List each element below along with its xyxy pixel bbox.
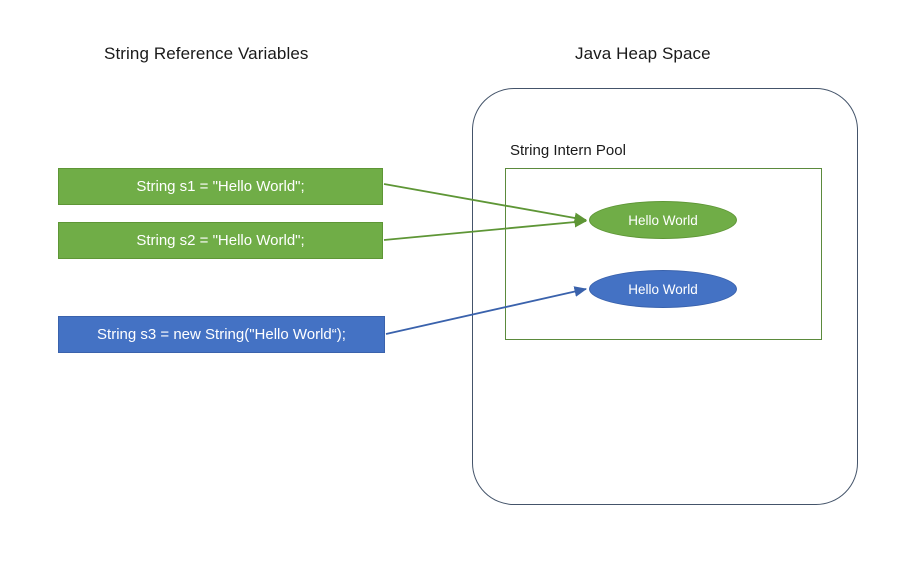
heap-string-object[interactable]: Hello World	[589, 270, 737, 308]
page-title-string-reference-variables: String Reference Variables	[104, 44, 309, 63]
reference-box-s2[interactable]: String s2 = "Hello World";	[58, 222, 383, 259]
interned-string-object[interactable]: Hello World	[589, 201, 737, 239]
reference-box-s1[interactable]: String s1 = "Hello World";	[58, 168, 383, 205]
reference-box-s3-label: String s3 = new String("Hello World“);	[97, 326, 346, 343]
reference-box-s2-label: String s2 = "Hello World";	[136, 232, 305, 249]
reference-box-s3[interactable]: String s3 = new String("Hello World“);	[58, 316, 385, 353]
string-intern-pool-box	[505, 168, 822, 340]
interned-string-object-label: Hello World	[628, 212, 698, 228]
string-intern-pool-label: String Intern Pool	[510, 142, 626, 159]
reference-box-s1-label: String s1 = "Hello World";	[136, 178, 305, 195]
heap-string-object-label: Hello World	[628, 281, 698, 297]
page-title-java-heap-space: Java Heap Space	[575, 44, 711, 63]
